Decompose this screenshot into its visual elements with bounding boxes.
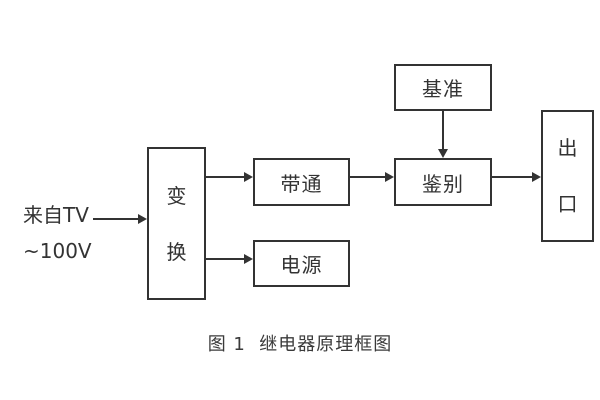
- connector-transform-bandpass: [206, 176, 244, 178]
- block-discriminator-label: 鉴别: [422, 171, 464, 196]
- block-output: 出 口: [541, 110, 594, 242]
- block-power: 电源: [253, 240, 350, 287]
- connector-bandpass-discriminator: [350, 176, 385, 178]
- arrowhead-transform-power: [244, 254, 253, 264]
- block-reference: 基准: [394, 64, 492, 111]
- block-transform: 变 换: [147, 147, 206, 300]
- arrowhead-reference-discriminator: [438, 149, 448, 158]
- input-source-label: 来自TV: [23, 203, 89, 227]
- block-power-label: 电源: [280, 253, 323, 277]
- input-voltage-label: ~100V: [23, 239, 92, 263]
- connector-discriminator-output: [492, 176, 532, 178]
- arrowhead-discriminator-output: [532, 172, 541, 182]
- figure-caption: 图 1 继电器原理框图: [207, 334, 393, 355]
- arrowhead-transform-bandpass: [244, 172, 253, 182]
- arrowhead-input-transform: [138, 214, 147, 224]
- connector-input-transform: [93, 218, 139, 220]
- block-bandpass-label: 带通: [280, 171, 323, 196]
- connector-reference-discriminator: [442, 111, 444, 149]
- block-output-label: 出 口: [557, 136, 578, 216]
- block-discriminator: 鉴别: [394, 158, 492, 206]
- arrowhead-bandpass-discriminator: [385, 172, 394, 182]
- connector-transform-power: [206, 258, 244, 260]
- block-transform-label: 变 换: [166, 183, 187, 264]
- block-bandpass: 带通: [253, 158, 350, 206]
- block-reference-label: 基准: [422, 77, 464, 101]
